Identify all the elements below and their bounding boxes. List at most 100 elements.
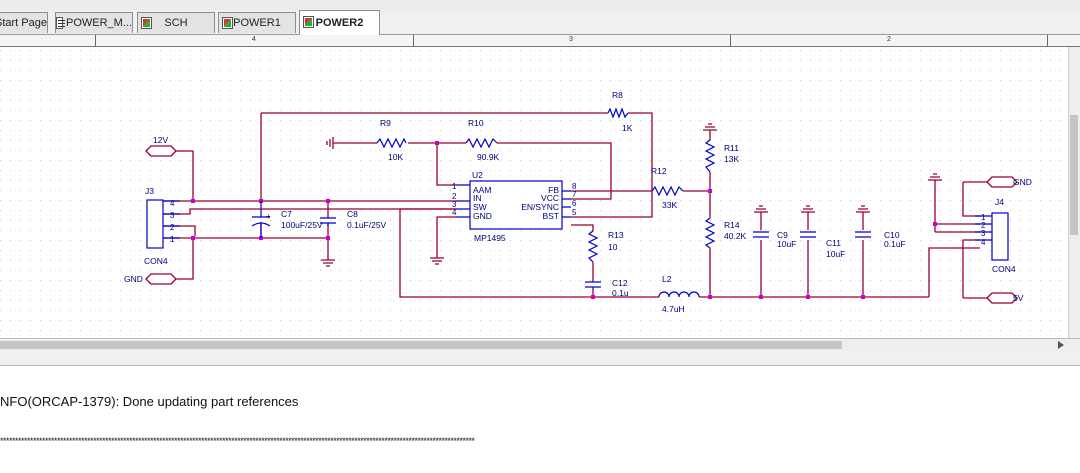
u2-ref: U2 <box>472 170 483 180</box>
session-log-pane[interactable]: NFO(ORCAP-1379): Done updating part refe… <box>0 366 1080 446</box>
capacitor-c8[interactable] <box>320 214 336 226</box>
r12-value: 33K <box>662 200 677 210</box>
junction-dot <box>933 222 937 226</box>
horizontal-scrollbar[interactable] <box>0 338 1080 351</box>
tab-start-page[interactable]: Start Page <box>0 12 48 33</box>
c8-value: 0.1uF/25V <box>347 220 387 230</box>
u2-pin-num: 8 <box>572 182 577 191</box>
horizontal-ruler: 4 3 2 <box>0 35 1080 47</box>
log-line: ****************************************… <box>0 436 475 446</box>
c11-value: 10uF <box>826 249 845 259</box>
ground-symbol <box>754 205 768 213</box>
vertical-scroll-thumb[interactable] <box>1070 115 1078 235</box>
tab-sch[interactable]: SCH <box>137 12 215 33</box>
tab-label: SCH <box>164 17 188 29</box>
j3-pin-label: 2 <box>170 223 175 232</box>
c9-value: 10uF <box>777 239 796 249</box>
ruler-label: 3 <box>569 36 573 43</box>
r8-value: 1K <box>622 123 633 133</box>
pane-splitter[interactable] <box>0 351 1080 366</box>
junction-dot <box>435 141 439 145</box>
c10-value: 0.1uF <box>884 239 906 249</box>
port-gnd-right[interactable] <box>986 176 1018 188</box>
capacitor-c7[interactable] <box>251 201 271 238</box>
junction-dot <box>806 295 810 299</box>
resistor-r11[interactable] <box>704 139 716 173</box>
ruler-tick <box>95 35 96 46</box>
tab-power2[interactable]: POWER2 <box>299 10 380 35</box>
scroll-right-arrow-icon[interactable] <box>1058 341 1064 349</box>
u2-pin-num: 5 <box>572 208 577 217</box>
port-12v[interactable] <box>145 145 177 157</box>
capacitor-c9[interactable] <box>753 231 769 238</box>
junction-dot <box>326 236 330 240</box>
tab-power1[interactable]: POWER1 <box>218 12 296 33</box>
ic-u2[interactable] <box>469 180 563 230</box>
capacitor-c12[interactable] <box>585 279 601 290</box>
schematic-icon <box>222 17 233 29</box>
horizontal-scroll-thumb[interactable] <box>0 341 842 349</box>
port-gnd-right-label: GND <box>1013 177 1032 187</box>
resistor-r13[interactable] <box>587 230 599 263</box>
u2-pin-name: FB <box>548 185 559 195</box>
resistor-r8[interactable] <box>607 107 629 119</box>
ground-symbol <box>321 259 335 267</box>
r14-ref: R14 <box>724 220 740 230</box>
port-5v-label: 5V <box>1013 293 1024 303</box>
connector-j4[interactable] <box>975 212 1009 261</box>
junction-dot <box>191 199 195 203</box>
c12-ref: C12 <box>612 278 628 288</box>
port-5v[interactable] <box>986 292 1018 304</box>
port-gnd-left[interactable] <box>145 273 177 285</box>
j4-pin-label: 4 <box>981 238 986 247</box>
u2-pin-name: VCC <box>541 193 559 203</box>
log-line: NFO(ORCAP-1379): Done updating part refe… <box>0 394 299 409</box>
u2-part: MP1495 <box>474 233 506 243</box>
ruler-label: 2 <box>887 36 891 43</box>
tab-label: POWER_M... <box>65 17 132 29</box>
r11-value: 13K <box>724 154 739 164</box>
tab-label: Start Page <box>0 17 47 29</box>
resistor-r10[interactable] <box>465 137 498 149</box>
c12-value: 0.1u <box>612 288 629 298</box>
c9-ref: C9 <box>777 230 788 240</box>
capacitor-c11[interactable] <box>800 231 816 238</box>
r13-ref: R13 <box>608 230 624 240</box>
port-12v-label: 12V <box>153 135 168 145</box>
tab-power-m[interactable]: POWER_M... <box>55 12 133 33</box>
r11-ref: R11 <box>724 143 739 153</box>
u2-pin-name: BST <box>542 211 559 221</box>
schematic-canvas[interactable]: 12V GND GND 5V J3 CON4 4 3 2 1 J4 CON4 1… <box>0 47 1080 338</box>
junction-dot <box>191 236 195 240</box>
c8-ref: C8 <box>347 209 358 219</box>
ruler-tick <box>413 35 414 46</box>
u2-pin-num: 6 <box>572 199 577 208</box>
junction-dot <box>759 295 763 299</box>
connector-j3[interactable] <box>146 199 180 249</box>
u2-pin-name: AAM <box>473 185 491 195</box>
tab-label: POWER2 <box>315 17 364 29</box>
j3-ref: J3 <box>145 186 154 196</box>
l2-ref: L2 <box>662 274 672 284</box>
vertical-scrollbar[interactable] <box>1068 47 1080 338</box>
r10-value: 90.9K <box>477 152 500 162</box>
ground-symbol <box>326 137 334 149</box>
j4-pin-label: 1 <box>981 213 986 222</box>
ground-symbol <box>801 205 815 213</box>
junction-dot <box>326 199 330 203</box>
u2-pin-num: 1 <box>452 182 457 191</box>
r8-ref: R8 <box>612 90 623 100</box>
tab-bar: Start Page POWER_M... SCH POWER1 POWER2 <box>0 10 1080 35</box>
ic-u2-pins <box>456 184 571 218</box>
inductor-l2[interactable] <box>658 291 700 298</box>
ruler-label: 4 <box>252 36 256 43</box>
resistor-r9[interactable] <box>376 137 407 149</box>
port-gnd-left-label: GND <box>124 274 143 284</box>
resistor-r14[interactable] <box>704 217 716 249</box>
r13-value: 10 <box>608 242 618 252</box>
capacitor-c10[interactable] <box>855 231 871 238</box>
ruler-tick <box>730 35 731 46</box>
u2-pin-name: IN <box>473 193 482 203</box>
resistor-r12[interactable] <box>651 185 684 197</box>
ground-symbol <box>703 123 717 131</box>
